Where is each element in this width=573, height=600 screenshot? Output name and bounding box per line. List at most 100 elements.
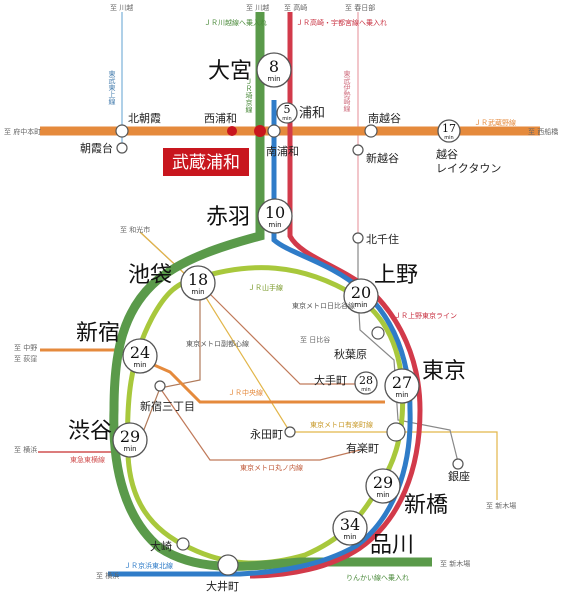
time-ueno: 20 bbox=[351, 283, 371, 302]
time-shinbashi-unit: min bbox=[376, 491, 389, 499]
time-tokyo: 27 bbox=[392, 373, 412, 392]
station-laketown-label: レイクタウン bbox=[436, 162, 501, 175]
station-minami-koshigaya-dot[interactable] bbox=[364, 124, 378, 138]
station-oimachi-label: 大井町 bbox=[206, 579, 239, 593]
station-akabane-circle[interactable] bbox=[257, 198, 293, 234]
rail-toyoko: 東急東横線 bbox=[70, 455, 105, 464]
station-kita-senju-label: 北千住 bbox=[366, 232, 399, 246]
station-akihabara-dot[interactable] bbox=[371, 326, 385, 340]
time-otemachi: 28 bbox=[359, 374, 373, 387]
station-shibuya-circle[interactable] bbox=[112, 422, 148, 458]
station-nishi-urawa-dot[interactable] bbox=[227, 126, 237, 136]
keihin-tohoku-line bbox=[108, 100, 413, 577]
station-asakadai-dot[interactable] bbox=[116, 142, 128, 154]
station-shinjuku-label: 新宿 bbox=[76, 321, 120, 346]
rail-fukutoshin: 東京メトロ副都心線 bbox=[186, 339, 249, 348]
station-tokyo-label: 東京 bbox=[422, 359, 466, 384]
rail-rinkai: りんかい線へ乗入れ bbox=[346, 573, 409, 582]
rail-isesaki: 東武伊勢崎線 bbox=[343, 69, 351, 112]
dest-ogikubo: 至 荻窪 bbox=[14, 354, 37, 363]
time-otemachi-unit: min bbox=[361, 387, 370, 393]
station-osaki-label: 大崎 bbox=[150, 539, 172, 553]
station-otemachi-label: 大手町 bbox=[314, 373, 347, 387]
station-otemachi-circle[interactable] bbox=[354, 371, 378, 395]
time-urawa-unit: min bbox=[282, 116, 291, 122]
station-yurakucho-label: 有楽町 bbox=[346, 441, 379, 455]
rail-tojo: 東武東上線 bbox=[108, 69, 116, 105]
station-akabane-label: 赤羽 bbox=[206, 205, 250, 230]
time-shibuya: 29 bbox=[120, 427, 140, 446]
station-osaki-dot[interactable] bbox=[176, 537, 190, 551]
time-koshigaya-unit: min bbox=[444, 135, 453, 141]
station-ikebukuro-circle[interactable] bbox=[180, 265, 216, 301]
rail-saikyo: ＪＲ埼京線 bbox=[245, 78, 253, 113]
rail-kawagoe-direct: ＪＲ川越線へ乗入れ bbox=[204, 18, 267, 27]
station-kita-senju-dot[interactable] bbox=[352, 232, 364, 244]
rail-marunouchi: 東京メトロ丸ノ内線 bbox=[240, 463, 303, 472]
station-omiya-circle[interactable] bbox=[256, 52, 292, 88]
station-shinjuku-circle[interactable] bbox=[122, 338, 158, 374]
dest-kasukabe: 至 春日部 bbox=[345, 3, 375, 12]
dest-hibiya: 至 日比谷 bbox=[300, 335, 330, 344]
time-shinagawa: 34 bbox=[340, 515, 360, 534]
time-tokyo-unit: min bbox=[395, 391, 408, 399]
station-koshigaya-circle[interactable] bbox=[437, 119, 461, 143]
rail-ueno-tokyo: ＪＲ上野東京ライン bbox=[394, 311, 457, 320]
station-ikebukuro-label: 池袋 bbox=[128, 263, 172, 288]
station-urawa-circle[interactable] bbox=[276, 102, 298, 124]
rail-takasaki-direct: ＪＲ高崎・宇都宮線へ乗入れ bbox=[296, 18, 387, 27]
station-kita-asaka-dot[interactable] bbox=[115, 124, 129, 138]
station-shin-koshigaya-label: 新越谷 bbox=[366, 151, 399, 165]
station-shinagawa-circle[interactable] bbox=[332, 510, 368, 546]
time-omiya-unit: min bbox=[267, 75, 280, 83]
time-koshigaya: 17 bbox=[442, 122, 456, 135]
highlight-label: 武蔵浦和 bbox=[172, 153, 240, 173]
dest-yokohama-1: 至 横浜 bbox=[14, 445, 37, 454]
station-musashi-urawa-dot[interactable] bbox=[254, 125, 266, 137]
time-shinbashi: 29 bbox=[373, 473, 393, 492]
station-koshigaya-label: 越谷 bbox=[436, 147, 458, 161]
dest-shinkiba-1: 至 新木場 bbox=[486, 501, 516, 510]
dest-kawagoe-2: 至 川越 bbox=[246, 3, 269, 12]
dest-yokohama-2: 至 横浜 bbox=[96, 571, 119, 580]
ueno-tokyo-line bbox=[249, 12, 423, 579]
station-ginza-dot[interactable] bbox=[452, 458, 464, 470]
rail-keihin: ＪＲ京浜東北線 bbox=[124, 561, 173, 570]
station-ginza-label: 銀座 bbox=[448, 469, 470, 483]
station-tokyo-circle[interactable] bbox=[384, 368, 420, 404]
rail-yamanote: ＪＲ山手線 bbox=[248, 283, 283, 292]
station-ueno-circle[interactable] bbox=[343, 278, 379, 314]
station-shibuya-label: 渋谷 bbox=[68, 419, 112, 444]
station-shinjuku-sanchome-dot[interactable] bbox=[154, 380, 166, 392]
station-shinbashi-circle[interactable] bbox=[365, 468, 401, 504]
rail-musashino: ＪＲ武蔵野線 bbox=[474, 118, 516, 127]
time-shibuya-unit: min bbox=[123, 445, 136, 453]
dest-shinkiba-2: 至 新木場 bbox=[440, 559, 470, 568]
station-shin-koshigaya-dot[interactable] bbox=[352, 144, 364, 156]
time-akabane-unit: min bbox=[268, 221, 281, 229]
saikyo-line bbox=[109, 12, 432, 571]
time-shinjuku-unit: min bbox=[133, 361, 146, 369]
station-ueno-label: 上野 bbox=[374, 263, 418, 288]
station-nagatacho-label: 永田町 bbox=[250, 427, 283, 441]
time-ikebukuro: 18 bbox=[188, 270, 208, 289]
time-akabane: 10 bbox=[265, 203, 285, 222]
station-minami-urawa-label: 南浦和 bbox=[266, 145, 299, 158]
station-asakadai-label: 朝霞台 bbox=[80, 141, 113, 155]
chuo-line bbox=[40, 348, 385, 404]
highlight-box bbox=[163, 148, 249, 176]
time-urawa: 5 bbox=[284, 103, 291, 116]
time-ikebukuro-unit: min bbox=[191, 288, 204, 296]
station-minami-koshigaya-label: 南越谷 bbox=[368, 111, 401, 125]
time-ueno-unit: min bbox=[354, 301, 367, 309]
station-oimachi-dot[interactable] bbox=[217, 554, 239, 576]
station-minami-urawa-dot[interactable] bbox=[267, 124, 281, 138]
station-nishi-urawa-label: 西浦和 bbox=[204, 112, 237, 125]
dest-nakano: 至 中野 bbox=[14, 343, 37, 352]
rail-hibiya: 東京メトロ日比谷線 bbox=[292, 301, 355, 310]
station-yurakucho-dot[interactable] bbox=[386, 422, 406, 442]
station-nagatacho-dot[interactable] bbox=[284, 426, 296, 438]
station-akihabara-label: 秋葉原 bbox=[334, 347, 367, 361]
dest-fuchu: 至 府中本町 bbox=[4, 127, 41, 136]
